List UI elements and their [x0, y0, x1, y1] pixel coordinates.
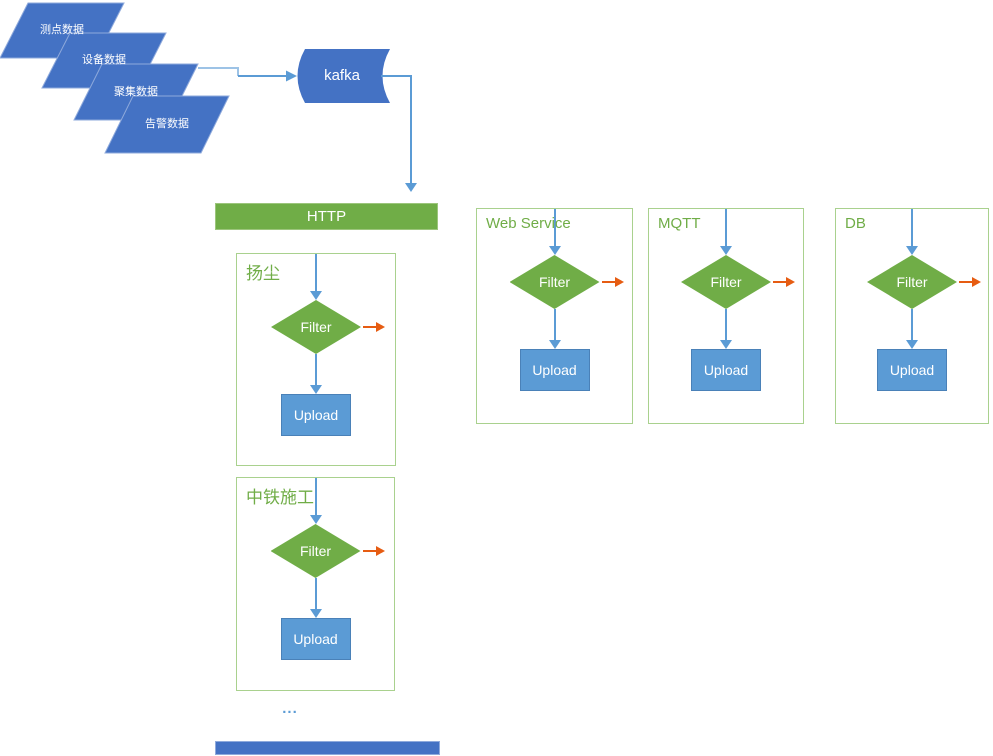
filter-side-arrow-icon [362, 546, 387, 556]
arrowhead-down-icon [720, 246, 732, 255]
incoming-connector-line [553, 209, 556, 247]
arrowhead-down-icon [309, 609, 322, 618]
kafka-label: kafka [324, 67, 360, 84]
source-label: 告警数据 [145, 118, 189, 130]
ellipsis-text: ... [282, 700, 298, 717]
filter-side-arrow-icon [363, 322, 387, 332]
upload-label: Upload [293, 407, 339, 423]
filter-side-arrow-icon [601, 277, 626, 287]
filter-label: Filter [710, 274, 742, 290]
kafka-to-http-connector [381, 75, 412, 183]
group-title: 扬尘 [246, 264, 280, 283]
group-box-dust: 扬尘 Filter Upload [236, 253, 396, 466]
upload-box: Upload [281, 394, 351, 436]
filter-diamond: Filter [867, 255, 957, 309]
bottom-bar [215, 741, 440, 755]
filter-to-upload-line [911, 309, 913, 340]
group-box-db: DB Filter Upload [835, 208, 989, 424]
arrowhead-down-icon [906, 340, 918, 349]
upload-box: Upload [877, 349, 947, 391]
sources-to-kafka-connector-light-segment [198, 67, 239, 76]
group-box-mqtt: MQTT Filter Upload [648, 208, 804, 424]
arrowhead-down-icon [405, 183, 417, 192]
http-bar-label: HTTP [306, 208, 347, 225]
filter-to-upload-line [725, 309, 727, 340]
filter-diamond: Filter [271, 300, 361, 354]
filter-diamond: Filter [509, 255, 600, 309]
http-bar: HTTP [215, 203, 438, 230]
group-title: 中铁施工 [246, 488, 314, 507]
filter-side-arrow-icon [773, 277, 797, 287]
upload-box: Upload [691, 349, 761, 391]
arrowhead-down-icon [310, 385, 322, 394]
arrowhead-down-icon [309, 515, 322, 524]
arrowhead-down-icon [548, 246, 561, 255]
filter-to-upload-line [315, 354, 317, 385]
filter-label: Filter [896, 274, 928, 290]
filter-side-arrow-icon [959, 277, 983, 287]
upload-label: Upload [293, 631, 338, 647]
filter-diamond: Filter [681, 255, 771, 309]
arrowhead-down-icon [906, 246, 918, 255]
upload-label: Upload [532, 362, 577, 378]
source-label: 设备数据 [82, 54, 126, 66]
filter-diamond: Filter [270, 524, 361, 578]
arrowhead-down-icon [548, 340, 561, 349]
filter-label: Filter [299, 543, 332, 559]
incoming-connector-line [315, 254, 317, 292]
arrowhead-right-icon [286, 70, 297, 82]
group-title: DB [845, 215, 866, 232]
upload-label: Upload [703, 362, 749, 378]
source-parallelogram-4 [104, 95, 230, 154]
source-label: 聚集数据 [114, 86, 158, 98]
filter-label: Filter [538, 274, 571, 290]
kafka-cylinder-shape [297, 49, 390, 103]
filter-to-upload-line [314, 578, 317, 609]
group-box-web-service: Web Service Filter Upload [476, 208, 633, 424]
group-title: MQTT [658, 215, 701, 232]
group-title: Web Service [486, 215, 571, 232]
arrowhead-down-icon [720, 340, 732, 349]
upload-box: Upload [280, 618, 351, 660]
incoming-connector-line [314, 478, 317, 516]
filter-label: Filter [300, 319, 332, 335]
upload-label: Upload [889, 362, 935, 378]
group-box-china-railway: 中铁施工 Filter Upload [236, 477, 395, 691]
incoming-connector-line [725, 209, 727, 247]
arrowhead-down-icon [310, 291, 322, 300]
filter-to-upload-line [553, 309, 556, 340]
upload-box: Upload [519, 349, 590, 391]
source-label: 测点数据 [40, 24, 84, 36]
incoming-connector-line [911, 209, 913, 247]
